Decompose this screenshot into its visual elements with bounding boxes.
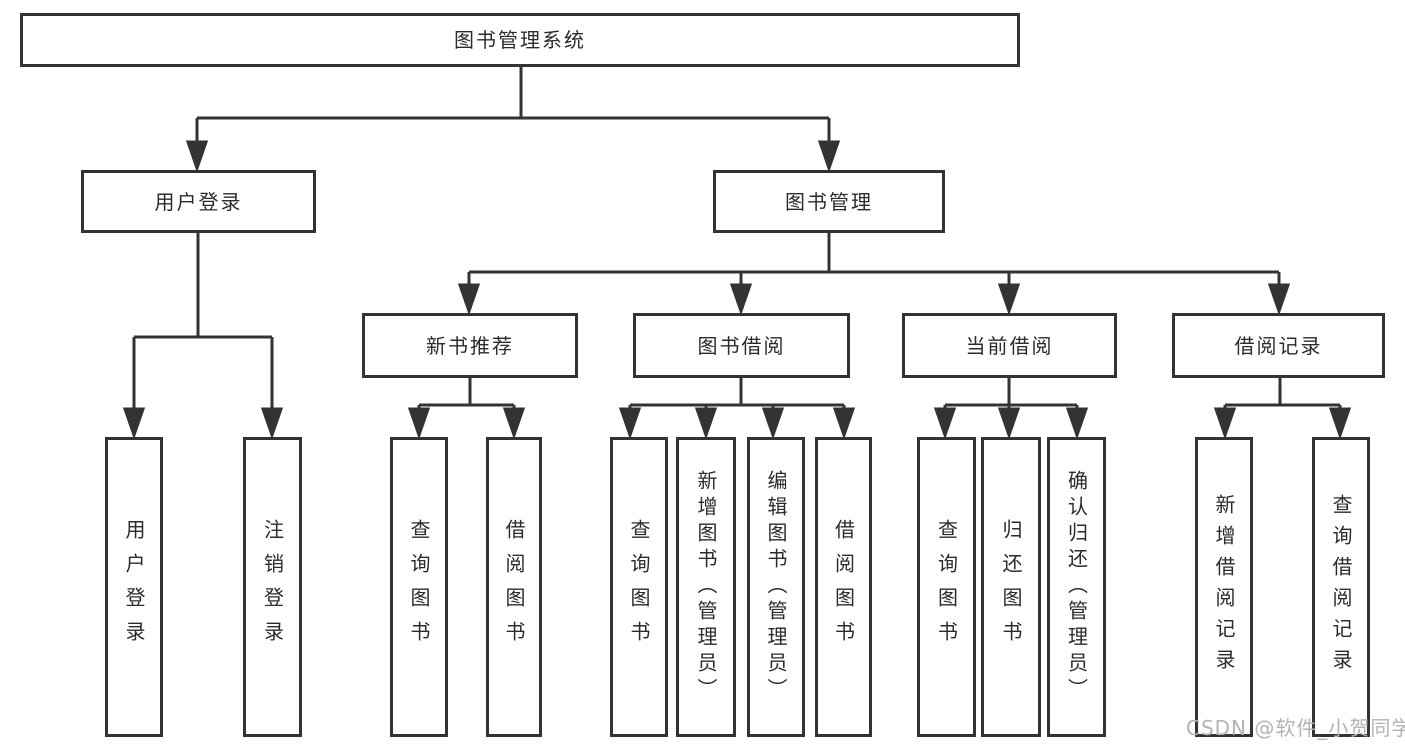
node-label: 查询图书 [407,519,431,655]
connector-book-borrowing [618,378,856,440]
node-label: 图书管理 [785,189,873,214]
leaf-logout: 注销登录 [243,437,302,737]
connector-current-borrowing [933,378,1089,440]
arrow-down-icon [1267,283,1291,316]
node-label: 用户登录 [154,189,243,214]
node-label: 借阅图书 [831,519,856,655]
arrow-down-icon [502,407,526,440]
leaf-user-login: 用户登录 [105,437,163,737]
arrow-down-icon [185,140,209,173]
arrow-down-icon [407,407,431,440]
node-label: 图书管理系统 [454,28,586,52]
leaf-search-books-recommend: 查询图书 [390,437,448,737]
leaf-search-books-borrowing: 查询图书 [610,437,668,737]
leaf-edit-books-admin: 编辑图书（管理员） [747,437,805,737]
arrow-down-icon [997,407,1021,440]
connector-user-login [122,233,284,440]
node-label: 当前借阅 [965,333,1054,358]
leaf-return-books: 归还图书 [981,437,1041,737]
node-user-login: 用户登录 [81,170,316,233]
leaf-confirm-return-admin: 确认归还（管理员） [1047,437,1106,737]
arrow-down-icon [729,283,753,316]
node-label: 借阅记录 [1234,333,1323,358]
arrow-down-icon [618,407,642,440]
leaf-search-borrow-record: 查询借阅记录 [1312,437,1370,737]
leaf-borrow-books: 借阅图书 [815,437,872,737]
arrow-down-icon [260,407,284,440]
leaf-search-books-current: 查询图书 [917,437,976,737]
arrow-down-icon [1065,407,1089,440]
node-current-borrowing: 当前借阅 [902,313,1117,378]
arrow-down-icon [694,407,718,440]
node-label: 图书借阅 [697,333,786,358]
node-label: 新增借阅记录 [1212,494,1236,680]
node-label: 借阅图书 [502,519,526,655]
arrow-down-icon [1213,407,1237,440]
arrow-down-icon [761,407,785,440]
leaf-borrow-books-recommend: 借阅图书 [486,437,542,737]
node-book-borrowing: 图书借阅 [633,313,850,378]
node-new-book-recommend: 新书推荐 [362,313,578,378]
arrow-down-icon [122,407,146,440]
arrow-down-icon [817,140,841,173]
leaf-add-books-admin: 新增图书（管理员） [676,437,736,737]
connector-root-to-level2 [185,67,841,173]
node-book-management: 图书管理 [713,170,945,233]
node-label: 确认归还（管理员） [1064,470,1089,704]
connector-borrow-records [1213,378,1352,440]
arrow-down-icon [997,283,1021,316]
arrow-down-icon [832,407,856,440]
connector-new-book-recommend [407,378,526,440]
watermark: CSDN @软件_小贺同学 [1186,716,1405,740]
node-label: 注销登录 [260,519,285,655]
leaf-add-borrow-record: 新增借阅记录 [1195,437,1253,737]
node-label: 编辑图书（管理员） [764,470,788,704]
arrow-down-icon [457,283,481,316]
node-label: 用户登录 [122,519,146,655]
node-label: 新增图书（管理员） [694,470,718,704]
node-library-system: 图书管理系统 [20,13,1020,67]
node-label: 查询图书 [934,519,959,655]
node-borrow-records: 借阅记录 [1172,313,1385,378]
node-label: 归还图书 [999,519,1023,655]
node-label: 新书推荐 [426,333,514,358]
node-label: 查询借阅记录 [1329,494,1353,680]
arrow-down-icon [933,407,957,440]
connector-book-management [457,233,1291,316]
arrow-down-icon [1328,407,1352,440]
node-label: 查询图书 [627,519,651,655]
